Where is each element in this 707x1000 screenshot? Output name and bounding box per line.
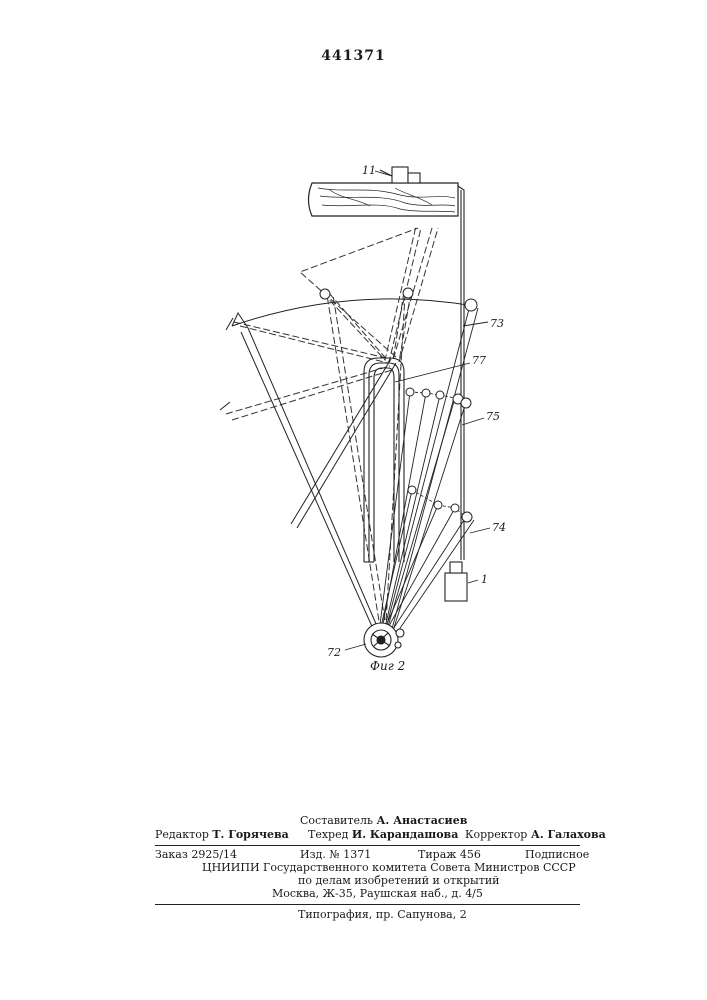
- order-number: Заказ 2925/14: [155, 848, 237, 861]
- figure-caption: Фиг 2: [370, 659, 405, 673]
- divider-bottom: [155, 904, 580, 905]
- left-rod: [220, 313, 396, 640]
- techred-line: Техред И. Карандашова: [308, 828, 458, 841]
- frame-77: [364, 358, 404, 562]
- corrector-line: Корректор А. Галахова: [465, 828, 606, 841]
- org-line-2: по делам изобретений и открытий: [298, 874, 500, 887]
- label-74: 74: [492, 521, 506, 534]
- swing-arc: [232, 299, 474, 326]
- techred-name: И. Карандашова: [352, 828, 458, 841]
- edition-number: Изд. № 1371: [300, 848, 371, 861]
- circulation: Тираж 456: [418, 848, 481, 861]
- label-77: 77: [472, 354, 486, 367]
- techred-label: Техред: [308, 828, 348, 841]
- divider-top: [155, 845, 580, 846]
- label-75: 75: [486, 410, 500, 423]
- box-1: [445, 562, 467, 601]
- editor-line: Редактор Т. Горячева: [155, 828, 289, 841]
- editor-name: Т. Горячева: [212, 828, 288, 841]
- top-board: [309, 183, 459, 216]
- printer-line: Типография, пр. Сапунова, 2: [298, 908, 467, 921]
- corrector-label: Корректор: [465, 828, 527, 841]
- org-line-1: ЦНИИПИ Государственного комитета Совета …: [202, 861, 576, 874]
- technical-drawing: 11 73 77 75 74 1 72 Фиг 2: [0, 0, 707, 720]
- org-line-3: Москва, Ж-35, Раушская наб., д. 4/5: [272, 887, 483, 900]
- subscription: Подписное: [525, 848, 589, 861]
- compiler-name: А. Анастасиев: [376, 814, 467, 827]
- label-1: 1: [481, 573, 488, 586]
- editor-label: Редактор: [155, 828, 209, 841]
- compiler-label: Составитель: [300, 814, 373, 827]
- compiler-line: Составитель А. Анастасиев: [300, 814, 467, 827]
- hub-72: [364, 623, 404, 657]
- label-73: 73: [490, 317, 504, 330]
- unit-11: [380, 167, 420, 183]
- label-72: 72: [327, 646, 341, 659]
- label-11: 11: [362, 164, 376, 177]
- corrector-name: А. Галахова: [531, 828, 606, 841]
